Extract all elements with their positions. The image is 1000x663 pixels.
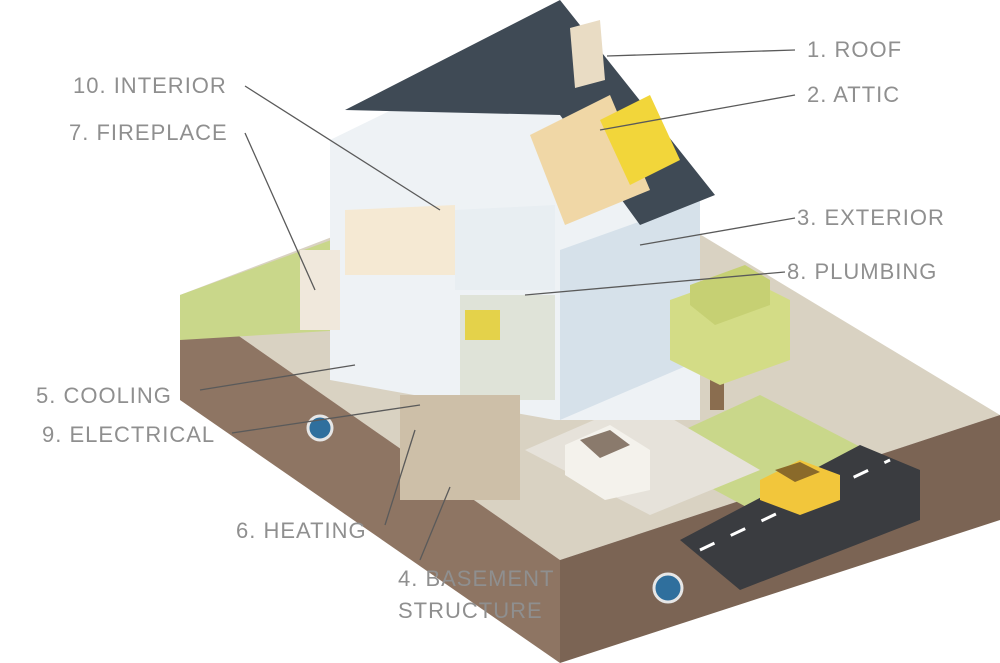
label-plumbing: 8. PLUMBING	[787, 259, 938, 284]
label-roof: 1. ROOF	[807, 37, 903, 62]
leader-plumbing	[524, 271, 786, 296]
label-exterior: 3. EXTERIOR	[797, 205, 945, 230]
leader-exterior	[639, 217, 796, 246]
leader-heating	[384, 429, 416, 526]
label-electrical: 9. ELECTRICAL	[42, 422, 216, 447]
leader-electrical	[231, 404, 421, 434]
label-cooling: 5. COOLING	[36, 383, 172, 408]
leader-lines	[199, 49, 796, 561]
drain-pipe-left	[306, 414, 334, 442]
leader-basement	[419, 486, 451, 561]
drain-pipe-right	[652, 572, 684, 604]
taxi	[760, 460, 840, 515]
label-interior: 10. INTERIOR	[73, 73, 227, 98]
label-basement-structure: 4. BASEMENT STRUCTURE	[398, 566, 555, 623]
leader-cooling	[199, 364, 356, 391]
label-attic: 2. ATTIC	[807, 82, 901, 107]
parked-car	[565, 425, 650, 500]
tree	[670, 265, 790, 410]
leader-fireplace	[244, 132, 316, 291]
label-fireplace: 7. FIREPLACE	[69, 120, 228, 145]
roof	[345, 0, 715, 225]
leader-roof	[606, 49, 796, 57]
label-heating: 6. HEATING	[236, 518, 367, 543]
leader-attic	[599, 94, 796, 131]
leader-interior	[244, 85, 441, 211]
